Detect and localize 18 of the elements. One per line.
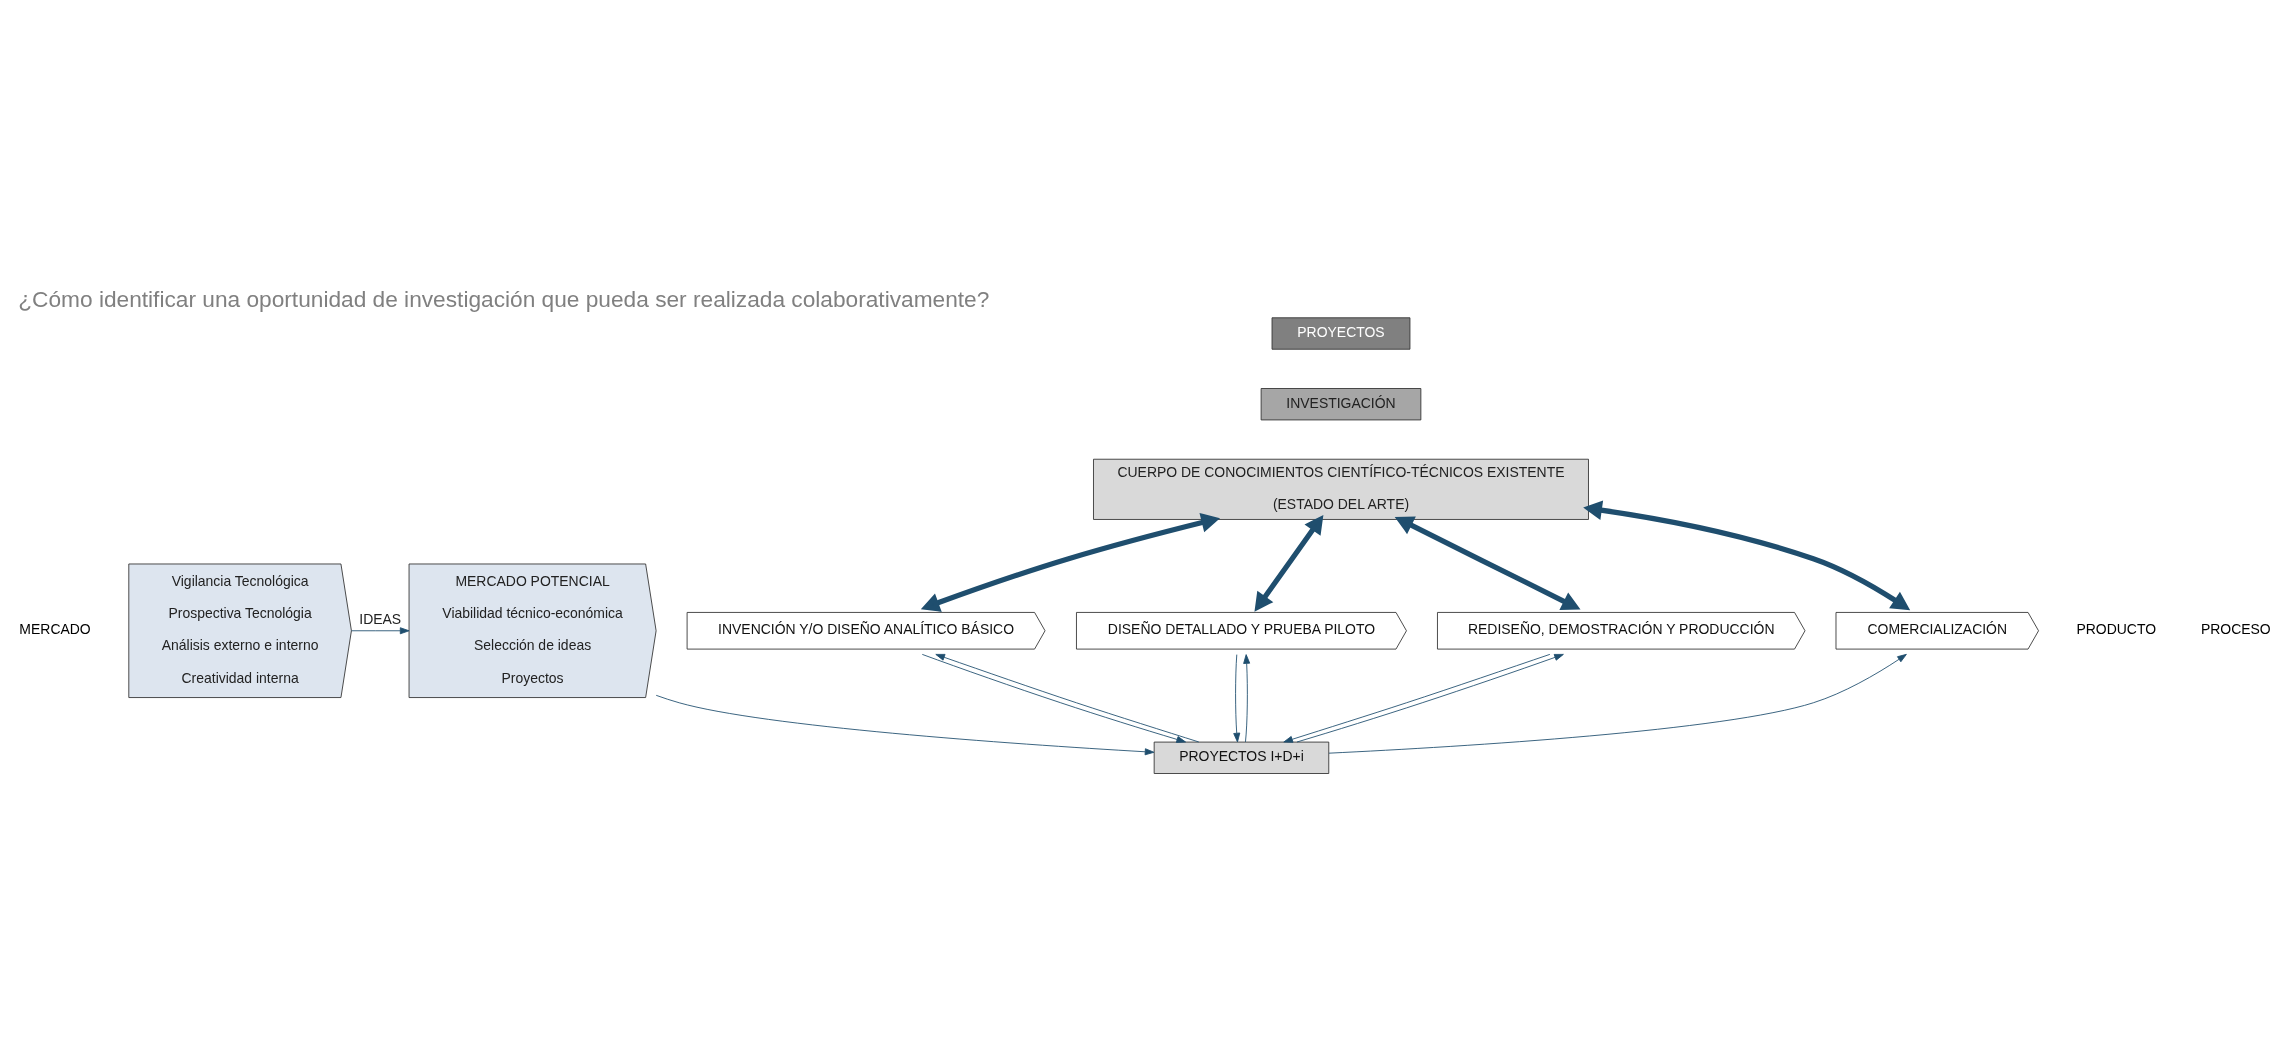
node-box: INVESTIGACIÓN <box>1260 387 1422 420</box>
diagram-title: ¿Cómo identificar una oportunidad de investigación que pueda ser realizada colaborativamente? <box>18 285 990 312</box>
arrow <box>1243 653 1251 742</box>
label: PRODUCTO <box>2076 620 2157 637</box>
arrow <box>351 626 410 634</box>
arrow <box>1254 514 1324 612</box>
arrow <box>655 694 1155 755</box>
node-box: PROYECTOS I+D+i <box>1153 741 1330 774</box>
label: MERCADO <box>19 620 91 637</box>
label: PROCESO <box>2200 620 2271 637</box>
edge-label: IDEAS <box>359 610 402 627</box>
node-box: CUERPO DE CONOCIMIENTOS CIENTÍFICO-TÉCNICOS EXISTENTE (ESTADO DEL ARTE) <box>1093 458 1589 520</box>
arrow <box>1394 516 1581 610</box>
arrow <box>1328 653 1907 754</box>
node-box: PROYECTOS <box>1271 316 1411 350</box>
arrow <box>920 512 1221 612</box>
arrow <box>1583 499 1911 610</box>
arrow <box>1233 653 1241 742</box>
